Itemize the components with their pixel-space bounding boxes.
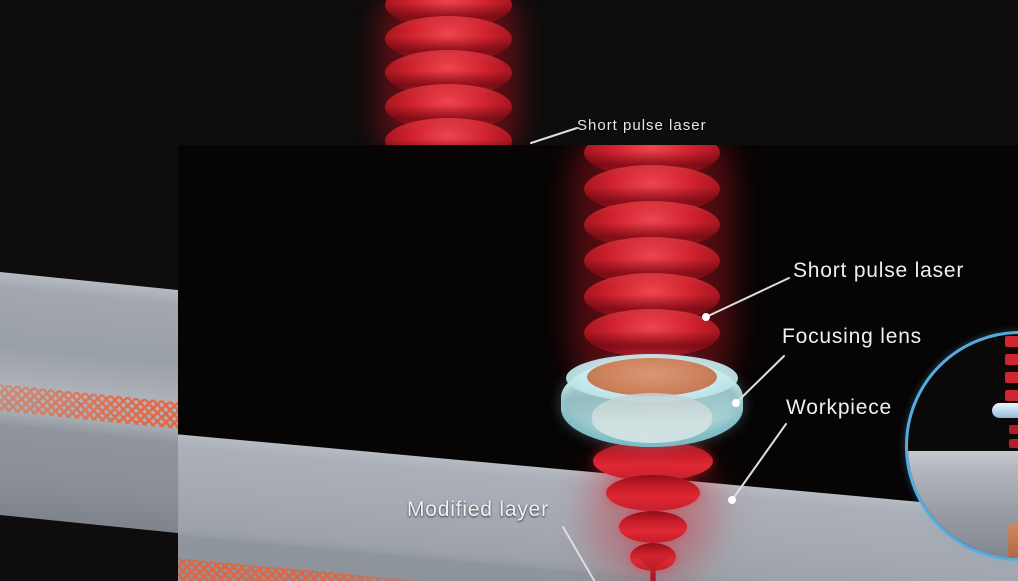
label-focusing-lens: Focusing lens [782, 325, 922, 348]
leader-line-focusing-lens [735, 355, 785, 404]
bg-laser-beam [385, 0, 512, 172]
magnifier-workpiece-surface [908, 451, 1018, 558]
fg-laser-beam [584, 145, 720, 379]
label-modified-layer: Modified layer [407, 498, 549, 521]
magnifier-pulse-dash [1009, 439, 1018, 448]
magnifier-pulse-dash [1005, 336, 1018, 347]
magnifier-pulse-dash [1005, 372, 1018, 383]
bg-modified-layer-stripe [0, 384, 179, 430]
magnifier-pulse-dash [1005, 390, 1018, 401]
magnifier-circle [905, 331, 1018, 561]
bg-short-pulse-laser-label: Short pulse laser [577, 117, 707, 134]
bg-leader-line [530, 127, 578, 144]
magnifier-pulse-dash [1005, 354, 1018, 365]
magnifier-pulse-dash [1009, 425, 1018, 434]
cone-ring [606, 475, 700, 511]
cone-ring [593, 441, 713, 481]
label-short-pulse-laser: Short pulse laser [793, 259, 965, 282]
label-workpiece: Workpiece [786, 396, 893, 419]
cone-ring [619, 511, 687, 543]
beam-through-lens [587, 358, 717, 396]
fg-modified-layer-stripe [178, 558, 514, 581]
coil-ring [584, 309, 720, 357]
magnifier-mini-lens [992, 403, 1018, 418]
magnifier-modified-spot [1008, 523, 1018, 558]
bg-workpiece-slab [0, 272, 179, 534]
beam-inside-lens [592, 393, 712, 443]
inset-panel: Short pulse laser Focusing lens Workpiec… [178, 145, 1018, 581]
